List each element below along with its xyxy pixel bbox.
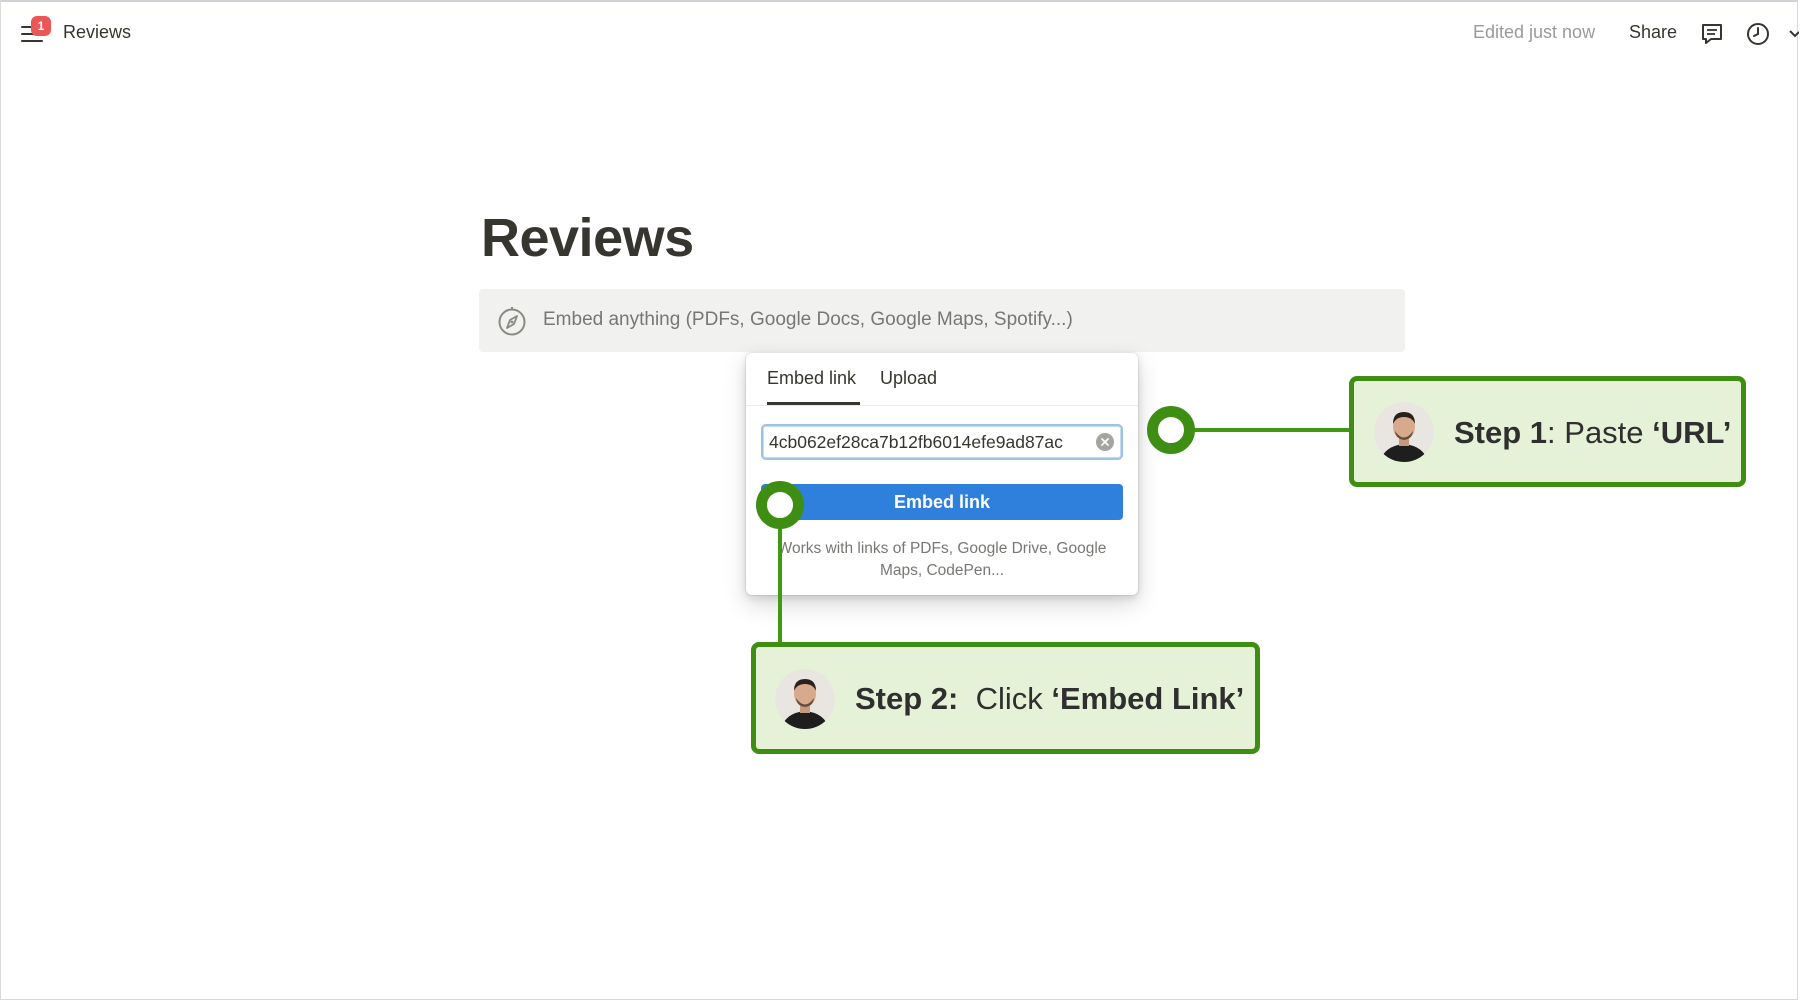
embed-block[interactable]: Embed anything (PDFs, Google Docs, Googl… [479,289,1405,352]
step1-separator: : [1547,415,1556,450]
step1-text: Step 1: Paste ‘URL’ [1454,415,1731,451]
share-button[interactable]: Share [1629,22,1678,42]
breadcrumb[interactable]: Reviews [63,22,132,42]
step1-action: Paste [1555,415,1653,450]
clock-icon[interactable] [1745,21,1771,47]
step1-connector [1187,428,1353,432]
top-bar: 1 Reviews Edited just now Share [1,2,1800,64]
menu-icon[interactable] [19,22,45,46]
url-input[interactable] [761,424,1123,460]
avatar [775,669,835,729]
popover-tabs: Embed link Upload [746,353,1138,406]
step2-text: Step 2: Click ‘Embed Link’ [855,681,1244,717]
avatar [1374,402,1434,462]
chevron-icon[interactable] [1789,21,1800,47]
active-tab-indicator [767,402,860,405]
compass-icon [496,305,528,337]
step1-marker [1147,406,1195,454]
step2-marker [756,481,804,529]
comment-icon[interactable] [1699,21,1725,47]
clear-icon[interactable] [1096,433,1114,451]
tab-embed-link[interactable]: Embed link [767,368,857,388]
embed-placeholder: Embed anything (PDFs, Google Docs, Googl… [543,309,1073,330]
step1-label: Step 1 [1454,415,1548,450]
page-title: Reviews [481,208,694,268]
step1-callout: Step 1: Paste ‘URL’ [1349,376,1746,487]
step1-target: ‘URL’ [1652,415,1732,450]
step2-callout: Step 2: Click ‘Embed Link’ [751,642,1260,754]
step2-action: Click [958,681,1052,716]
embed-link-button[interactable]: Embed link [761,484,1123,520]
tab-upload[interactable]: Upload [880,368,938,388]
helper-text: Works with links of PDFs, Google Drive, … [777,540,1107,579]
edited-status: Edited just now [1473,22,1596,42]
embed-popover: Embed link Upload Embed link Works with … [746,353,1138,595]
step2-target: ‘Embed Link’ [1051,681,1245,716]
notification-badge[interactable]: 1 [31,16,51,36]
step2-label: Step 2: [855,681,959,716]
step2-connector [778,507,782,645]
